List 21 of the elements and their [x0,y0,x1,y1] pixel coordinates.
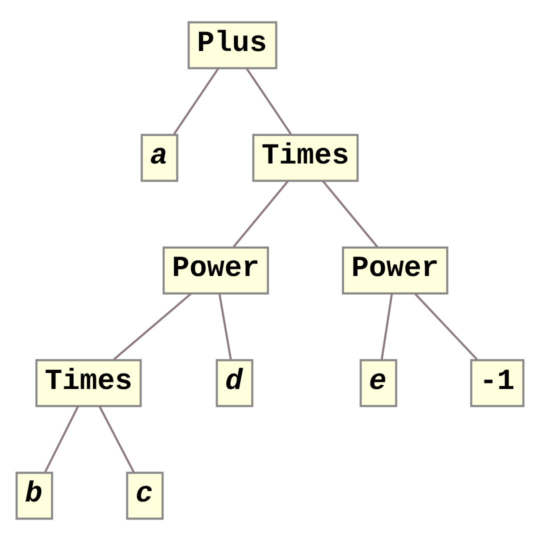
node-box: e [360,359,398,408]
connector [232,180,289,248]
node-box: b [16,472,54,520]
node-box: d [216,359,254,408]
node-box: Power [342,246,448,294]
connector [173,68,220,135]
connector [98,406,135,473]
node-box: Plus [188,21,278,70]
connector [113,292,192,360]
connector [218,293,232,360]
node-box: a [140,134,178,182]
node-box: Times [252,134,359,182]
connector [44,406,80,473]
connector [246,68,292,135]
connector [380,293,393,360]
node-box: c [126,472,164,520]
node-box: -1 [470,359,524,408]
node-box: Times [35,359,142,408]
connector [322,180,378,248]
node-box: Power [162,246,269,294]
connector [414,292,478,360]
